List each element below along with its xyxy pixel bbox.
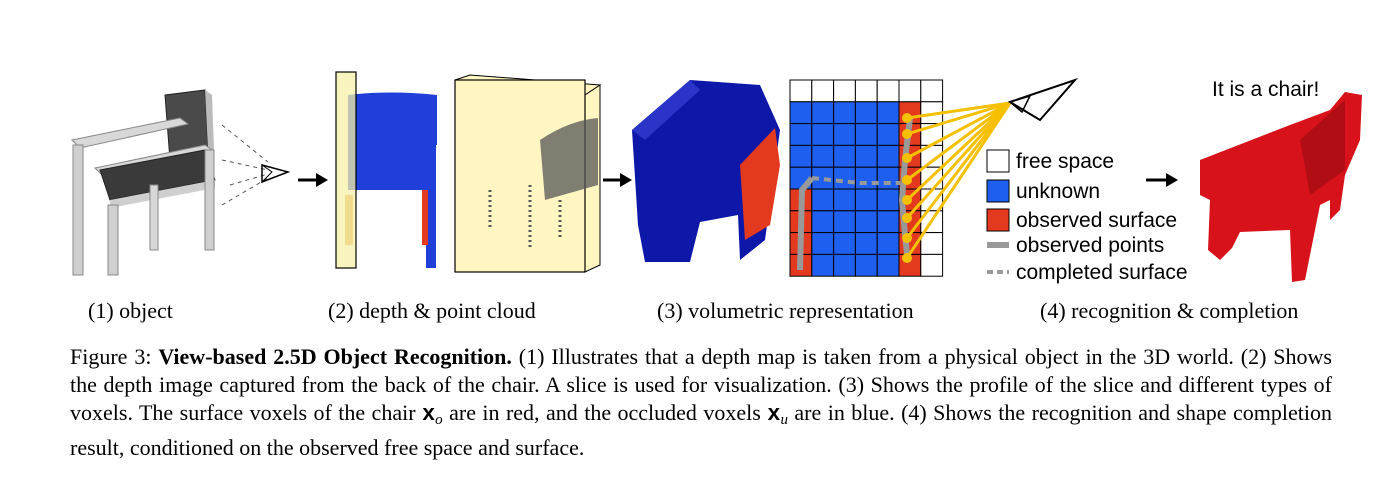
ray-hit-point [902,129,912,139]
camera-ray [906,101,1011,182]
voxel-cell [811,101,835,125]
chair-object-illustration [70,89,269,276]
voxel-chair-illustration [632,80,780,262]
voxel-cell [876,123,900,146]
camera-icon [1007,77,1079,122]
panel-label-object: (1) object [88,298,173,323]
caption-text-part1: (1) Illustrates that a depth map is take… [70,344,1332,425]
figure-caption: Figure 3: View-based 2.5D Object Recogni… [70,343,1332,462]
camera-ray [906,101,1011,120]
caption-text-part2: are in red, and the occluded voxels [442,400,768,425]
caption-prefix: Figure 3: [70,344,159,369]
voxel-cell [789,123,813,146]
panel-label-volumetric: (3) volumetric representation [657,298,914,323]
camera-ray [905,101,1012,220]
voxel-cell [833,210,856,234]
camera-ray [905,102,1012,239]
speech-bubble-text: It is a chair! [1212,78,1320,101]
voxel-cell [876,210,900,234]
ray-hit-point [902,153,912,163]
camera-ray [906,101,1011,160]
voxel-cell [833,101,856,125]
voxel-cell [833,232,856,255]
ray-hit-point [902,233,912,243]
voxel-cell [811,232,835,255]
voxel-cell [920,79,944,103]
voxel-cell [833,123,856,146]
ray-hit-point [902,253,912,263]
voxel-cell [833,188,856,212]
voxel-cell [833,79,856,103]
completed-chair-illustration [1200,92,1362,282]
point-cloud-illustration [454,74,602,273]
voxel-cell [854,210,878,234]
observed-points-line [797,176,815,271]
depth-map-illustration [335,71,437,269]
voxel-cell [854,253,878,277]
voxel-cell [854,144,878,168]
voxel-cell [811,210,835,234]
camera-ray [905,101,1012,202]
camera-ray [905,102,1012,259]
panel-label-depth-point-cloud: (2) depth & point cloud [328,298,536,323]
voxel-cell [854,101,878,125]
voxel-cell [811,79,835,103]
voxel-cell [789,144,813,168]
voxel-cell [833,166,856,190]
caption-text-part3: are in blue. (4) Shows the recognition a… [70,400,1332,460]
voxel-cell [811,123,835,146]
voxel-cell [920,232,944,255]
voxel-cell [854,188,878,212]
voxel-cell [876,166,900,190]
voxel-cell [876,253,900,277]
legend: free space unknown observed surface obse… [986,149,1188,284]
voxel-cell [811,188,835,212]
legend-swatch-unknown [986,179,1010,203]
voxel-cell [833,253,856,277]
voxel-cell [854,123,878,146]
symbol-x-u-subscript: u [780,412,788,428]
camera-icon [261,164,291,184]
voxel-cell [854,232,878,255]
legend-label-free-space: free space [1016,150,1114,173]
completed-surface-line [811,176,900,185]
voxel-cell [811,144,835,168]
voxel-cell [876,79,900,103]
legend-label-observed-surface: observed surface [1016,209,1177,232]
arrow-icon [1146,173,1178,187]
voxel-cell [876,188,900,212]
figure-illustration: free space unknown observed surface obse… [70,71,1362,284]
voxel-cell [789,101,813,125]
arrow-icon [298,173,328,187]
voxel-cell [920,253,944,277]
camera-rays [902,101,1012,263]
voxel-cell [876,232,900,255]
legend-swatch-free-space [986,149,1010,173]
caption-title: View-based 2.5D Object Recognition. [158,344,512,369]
voxel-cell [833,144,856,168]
voxel-cell [898,79,922,103]
voxel-grid [789,79,944,277]
ray-hit-point [902,175,912,185]
legend-label-unknown: unknown [1016,180,1100,203]
legend-label-observed-points: observed points [1016,234,1164,257]
voxel-cell [854,79,878,103]
voxel-cell [876,144,900,168]
symbol-x-o: x [421,402,436,427]
voxel-cell [789,79,813,103]
arrow-icon [603,173,632,187]
symbol-x-o-subscript: o [435,412,443,428]
legend-swatch-observed-surface [986,208,1010,232]
legend-label-completed-surface: completed surface [1016,261,1188,284]
voxel-cell [811,253,835,277]
ray-hit-point [902,195,912,205]
symbol-x-u: x [767,402,781,427]
ray-hit-point [902,113,912,123]
camera-ray [906,101,1011,136]
voxel-cell [876,101,900,125]
ray-hit-point [902,213,912,223]
panel-label-recognition: (4) recognition & completion [1040,298,1299,323]
voxel-cell [854,166,878,190]
